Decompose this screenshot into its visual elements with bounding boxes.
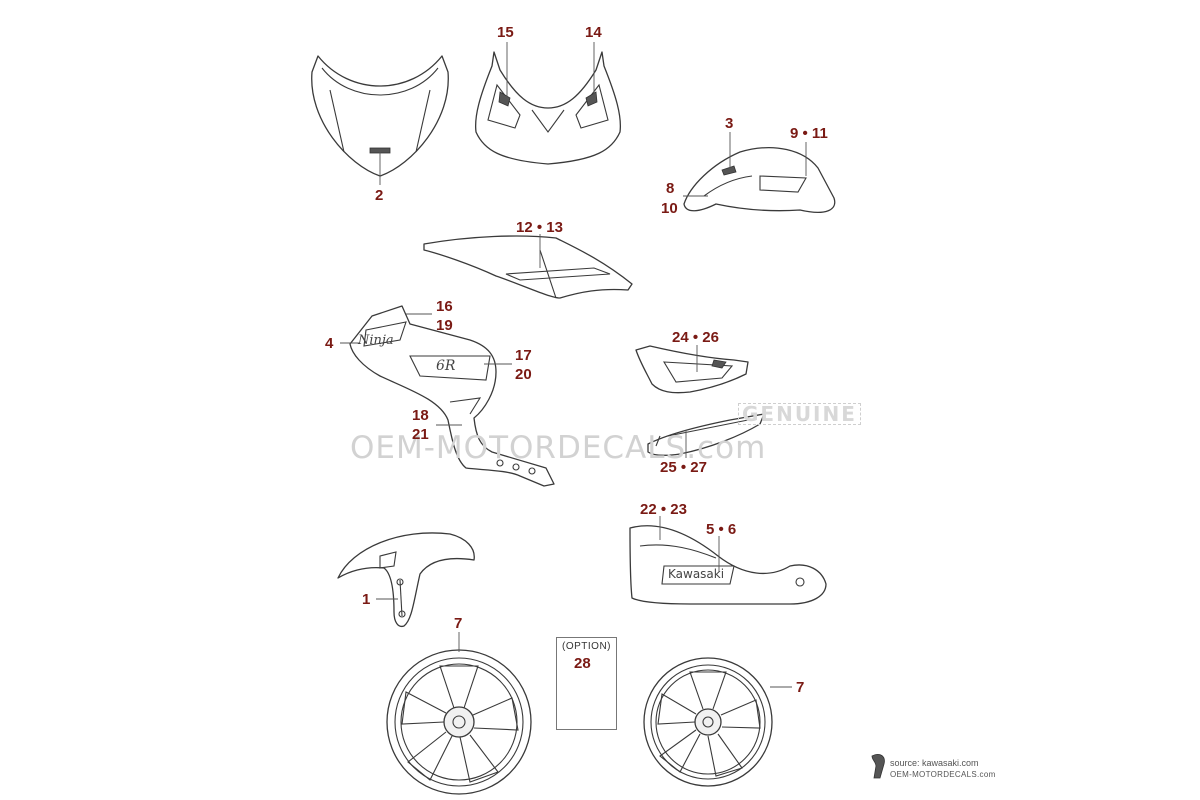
- option-box: (OPTION): [556, 637, 617, 730]
- ninja-decal-text: Ninja: [358, 333, 394, 348]
- belly-pan-part: [629, 525, 827, 605]
- callout-22-23: 22 • 23: [640, 501, 687, 518]
- watermark-site: OEM-MOTORDECALS.com: [350, 430, 767, 466]
- upper-fairing-part: [474, 51, 622, 165]
- callout-10: 10: [661, 200, 678, 217]
- callout-3: 3: [725, 115, 734, 132]
- rear-wheel-part: [643, 657, 773, 787]
- source-credit: source: kawasaki.com: [890, 758, 979, 768]
- leader-lines: [340, 42, 807, 692]
- tank-cover-part: [683, 146, 836, 213]
- callout-19: 19: [436, 317, 453, 334]
- callout-24-26: 24 • 26: [672, 329, 719, 346]
- callout-5-6: 5 • 6: [706, 521, 737, 538]
- seat-cowl-part: [423, 235, 633, 299]
- callout-14: 14: [585, 24, 602, 41]
- front-wheel-part: [386, 649, 532, 795]
- site-credit: OEM-MOTORDECALS.com: [890, 770, 996, 779]
- callout-15: 15: [497, 24, 514, 41]
- callout-12-13: 12 • 13: [516, 219, 563, 236]
- side-fairing-part: [349, 305, 555, 487]
- callout-4: 4: [325, 335, 334, 352]
- kawasaki-decal-text: Kawasaki: [668, 567, 725, 581]
- callout-7-right: 7: [796, 679, 805, 696]
- callout-28: 28: [574, 655, 591, 672]
- callout-17: 17: [515, 347, 532, 364]
- lower-fairing-panel-part: [647, 413, 765, 456]
- callout-21: 21: [412, 426, 429, 443]
- zx6r-decal-text: 6R: [436, 358, 456, 374]
- callout-2: 2: [375, 187, 384, 204]
- callout-7-left: 7: [454, 615, 463, 632]
- callout-8: 8: [666, 180, 675, 197]
- site-logo: [871, 754, 885, 779]
- windshield-part: [311, 55, 449, 177]
- front-fender-part: [337, 532, 475, 628]
- callout-16: 16: [436, 298, 453, 315]
- watermark-genuine: GENUINE: [738, 403, 861, 425]
- option-label: (OPTION): [562, 641, 611, 652]
- callout-1: 1: [362, 591, 371, 608]
- callout-20: 20: [515, 366, 532, 383]
- callout-9-11: 9 • 11: [790, 125, 828, 142]
- callout-25-27: 25 • 27: [660, 459, 707, 476]
- lower-fairing-small-part: [635, 345, 749, 394]
- callout-18: 18: [412, 407, 429, 424]
